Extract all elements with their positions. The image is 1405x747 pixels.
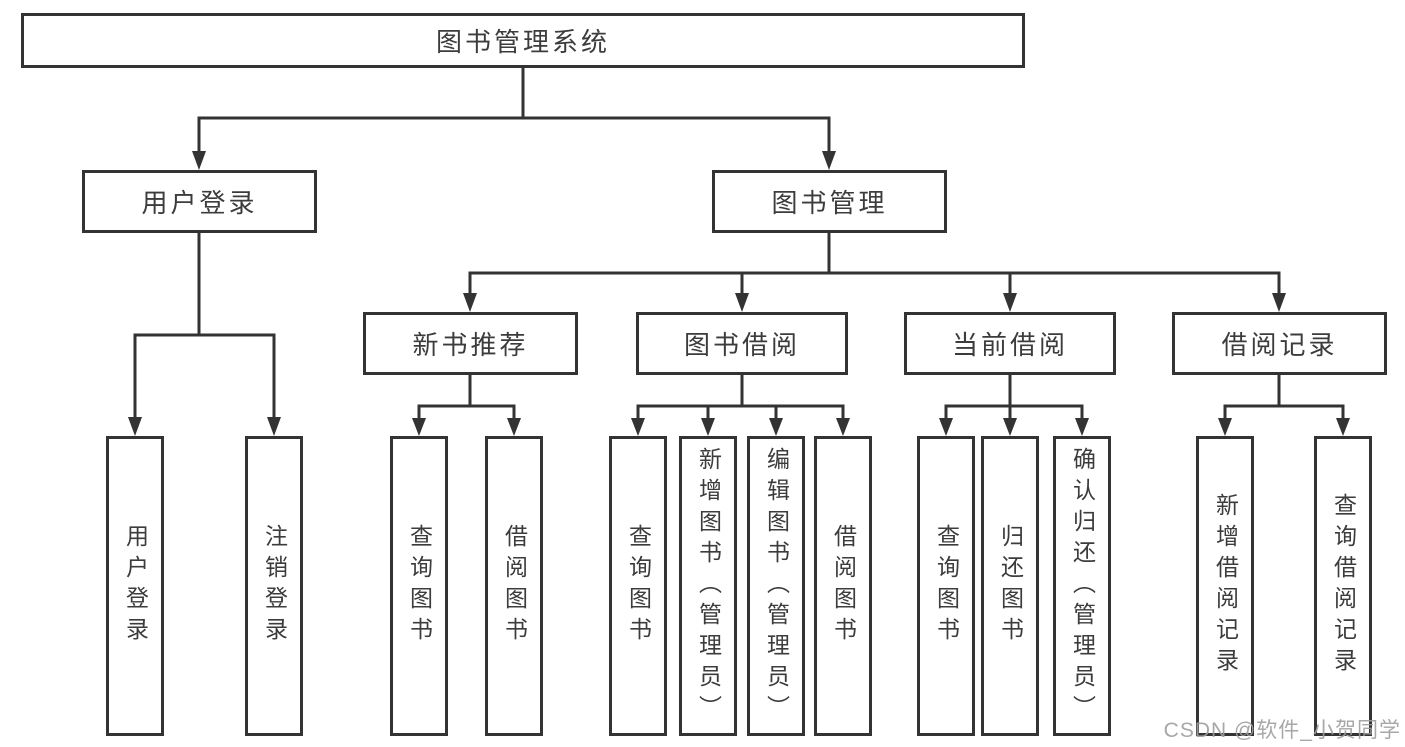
node-current-borrowing-label: 当前借阅 bbox=[951, 330, 1068, 360]
node-leaf-edit-books-admin-label: 编辑图书（管理员） bbox=[763, 446, 790, 726]
node-leaf-query-books-borrowing: 查询图书 bbox=[609, 436, 667, 736]
node-leaf-query-borrow-record-label: 查询借阅记录 bbox=[1330, 493, 1357, 679]
node-leaf-return-books-label: 归还图书 bbox=[997, 524, 1024, 648]
node-book-management: 图书管理 bbox=[712, 170, 947, 233]
connector-book-mgmt-to-level3 bbox=[463, 232, 1286, 312]
node-leaf-borrow-books-recommend-label: 借阅图书 bbox=[501, 524, 528, 648]
node-book-borrowing-label: 图书借阅 bbox=[683, 330, 800, 360]
node-leaf-edit-books-admin: 编辑图书（管理员） bbox=[747, 436, 805, 736]
node-leaf-query-books-current: 查询图书 bbox=[917, 436, 975, 736]
node-leaf-user-login: 用户登录 bbox=[106, 436, 164, 736]
node-new-book-recommend-label: 新书推荐 bbox=[412, 330, 529, 360]
node-leaf-logout: 注销登录 bbox=[245, 436, 303, 736]
node-leaf-confirm-return-admin: 确认归还（管理员） bbox=[1053, 436, 1111, 736]
connector-current-borrow-children bbox=[939, 374, 1089, 436]
node-leaf-logout-label: 注销登录 bbox=[261, 524, 288, 648]
node-new-book-recommend: 新书推荐 bbox=[363, 312, 578, 375]
connector-user-login-children bbox=[128, 232, 281, 436]
node-leaf-query-books-borrowing-label: 查询图书 bbox=[625, 524, 652, 648]
node-leaf-add-borrow-record-label: 新增借阅记录 bbox=[1212, 493, 1239, 679]
node-leaf-add-books-admin: 新增图书（管理员） bbox=[679, 436, 737, 736]
node-user-login-label: 用户登录 bbox=[141, 188, 258, 218]
csdn-watermark: CSDN @软件_小贺同学 bbox=[1163, 719, 1401, 742]
node-leaf-return-books: 归还图书 bbox=[981, 436, 1039, 736]
node-leaf-query-books-recommend-label: 查询图书 bbox=[406, 524, 433, 648]
node-current-borrowing: 当前借阅 bbox=[904, 312, 1116, 375]
node-leaf-borrow-books-borrowing: 借阅图书 bbox=[814, 436, 872, 736]
node-book-management-label: 图书管理 bbox=[771, 188, 888, 218]
connector-new-book-rec-children bbox=[412, 374, 521, 436]
connector-root-to-level2 bbox=[192, 66, 836, 170]
connector-book-borrow-children bbox=[631, 374, 850, 436]
node-leaf-borrow-books-borrowing-label: 借阅图书 bbox=[830, 524, 857, 648]
node-borrowing-records: 借阅记录 bbox=[1172, 312, 1387, 375]
node-leaf-confirm-return-admin-label: 确认归还（管理员） bbox=[1069, 446, 1096, 726]
node-library-system-label: 图书管理系统 bbox=[435, 27, 610, 57]
node-leaf-add-books-admin-label: 新增图书（管理员） bbox=[695, 446, 722, 726]
node-leaf-add-borrow-record: 新增借阅记录 bbox=[1196, 436, 1254, 736]
node-leaf-user-login-label: 用户登录 bbox=[122, 524, 149, 648]
connector-borrow-record-children bbox=[1218, 374, 1350, 436]
node-borrowing-records-label: 借阅记录 bbox=[1221, 330, 1338, 360]
node-library-system: 图书管理系统 bbox=[21, 13, 1025, 68]
node-book-borrowing: 图书借阅 bbox=[636, 312, 848, 375]
node-leaf-query-borrow-record: 查询借阅记录 bbox=[1314, 436, 1372, 736]
node-leaf-borrow-books-recommend: 借阅图书 bbox=[485, 436, 543, 736]
node-leaf-query-books-current-label: 查询图书 bbox=[933, 524, 960, 648]
node-user-login: 用户登录 bbox=[82, 170, 317, 233]
node-leaf-query-books-recommend: 查询图书 bbox=[390, 436, 448, 736]
